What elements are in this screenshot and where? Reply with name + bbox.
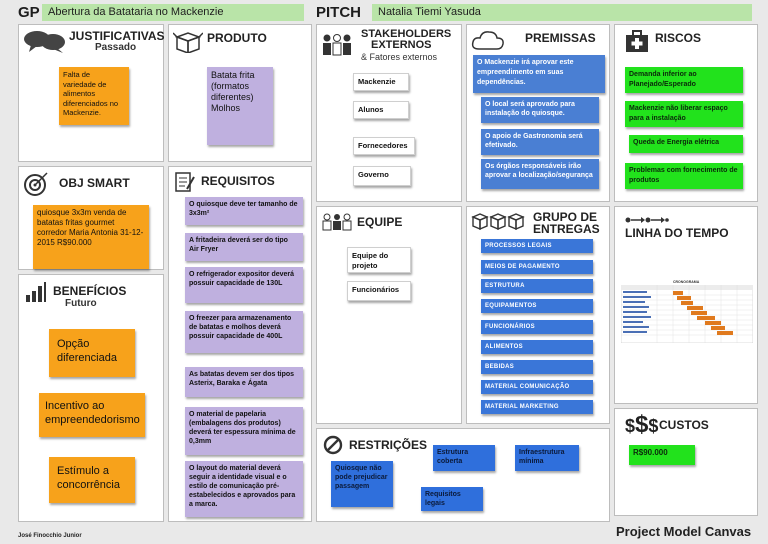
justificativas-card: JUSTIFICATIVAS Passado Falta de variedad… xyxy=(18,24,165,162)
team-icon xyxy=(322,213,352,231)
equipe-note[interactable]: Funcionários xyxy=(347,281,411,301)
entrega-item[interactable]: ESTRUTURA xyxy=(481,279,593,293)
produto-title: PRODUTO xyxy=(207,31,267,45)
restricao-note[interactable]: Quiosque não pode prejudicar passagem xyxy=(331,461,393,507)
beneficio-note[interactable]: Estímulo a concorrência xyxy=(49,457,135,503)
requisito-note[interactable]: O refrigerador expositor deverá possuir … xyxy=(185,267,303,303)
premissa-note[interactable]: O apoio de Gastronomia será efetivado. xyxy=(481,129,599,155)
gantt-chart xyxy=(621,285,753,343)
requisito-note[interactable]: O quiosque deve ter tamanho de 3x3m² xyxy=(185,197,303,225)
pitch-field[interactable]: Natalia Tiemi Yasuda xyxy=(372,4,752,21)
linha-tempo-card: LINHA DO TEMPO CRONOGRAMA xyxy=(614,206,758,404)
entrega-item[interactable]: EQUIPAMENTOS xyxy=(481,299,593,313)
justificativa-note[interactable]: Falta de variedade de alimentos diferenc… xyxy=(59,67,129,125)
requisito-note[interactable]: O freezer para armazenamento de batatas … xyxy=(185,311,303,353)
custos-card: $$$ CUSTOS R$90.000 xyxy=(614,408,758,516)
timeline-arrows-icon xyxy=(625,217,669,223)
stakeholder-note[interactable]: Governo xyxy=(353,166,411,186)
pitch-label: PITCH xyxy=(316,4,361,21)
obj-smart-card: OBJ SMART quiosque 3x3m venda de batatas… xyxy=(18,166,164,270)
restricoes-title: RESTRIÇÕES xyxy=(349,438,428,452)
equipe-card: EQUIPE Equipe do projeto Funcionários xyxy=(316,206,462,424)
gp-label: GP xyxy=(18,4,40,21)
first-aid-kit-icon xyxy=(626,30,648,52)
entrega-item[interactable]: BEBIDAS xyxy=(481,360,593,374)
justificativas-title: JUSTIFICATIVAS xyxy=(69,29,165,43)
stakeholders-title-1: STAKEHOLDERS xyxy=(361,28,452,40)
premissa-note[interactable]: Os órgãos responsáveis irão aprovar a lo… xyxy=(481,159,599,189)
beneficios-subtitle: Futuro xyxy=(65,298,97,309)
produto-note[interactable]: Batata frita (formatos diferentes) Molho… xyxy=(207,67,273,145)
gp-field[interactable]: Abertura da Batataria no Mackenzie xyxy=(42,4,304,21)
premissas-title: PREMISSAS xyxy=(525,31,596,45)
requisitos-title: REQUISITOS xyxy=(201,174,275,188)
obj-smart-note[interactable]: quiosque 3x3m venda de batatas fritas go… xyxy=(33,205,149,269)
checklist-icon xyxy=(175,172,195,192)
risco-note[interactable]: Mackenzie não liberar espaço para a inst… xyxy=(625,101,743,127)
custos-title: CUSTOS xyxy=(659,418,709,432)
riscos-title: RISCOS xyxy=(655,31,702,45)
grupo-entregas-card: GRUPO DE ENTREGAS PROCESSOS LEGAIS MEIOS… xyxy=(466,206,610,424)
entrega-item[interactable]: FUNCIONÁRIOS xyxy=(481,320,593,334)
target-icon xyxy=(24,172,48,196)
restricao-note[interactable]: Infraestrutura mínima xyxy=(515,445,579,471)
risco-note[interactable]: Problemas com fornecimento de produtos xyxy=(625,163,743,189)
beneficio-note[interactable]: Opção diferenciada xyxy=(49,329,135,377)
premissa-note[interactable]: O local será aprovado para instalação do… xyxy=(481,97,599,123)
grupo-entregas-title-1: GRUPO DE xyxy=(533,210,598,224)
brand-title: Project Model Canvas xyxy=(616,524,752,539)
box-icon xyxy=(173,32,203,53)
produto-card: PRODUTO Batata frita (formatos diferente… xyxy=(168,24,312,162)
entrega-item[interactable]: MATERIAL COMUNICAÇÃO xyxy=(481,380,593,394)
stakeholder-note[interactable]: Fornecedores xyxy=(353,137,415,155)
custos-note[interactable]: R$90.000 xyxy=(629,445,695,465)
premissas-card: PREMISSAS O Mackenzie irá aprovar este e… xyxy=(466,24,610,202)
entrega-item[interactable]: MATERIAL MARKETING xyxy=(481,400,593,414)
beneficios-card: BENEFÍCIOS Futuro Opção diferenciada Inc… xyxy=(18,274,164,522)
restricoes-card: RESTRIÇÕES Quiosque não pode prejudicar … xyxy=(316,428,610,522)
prohibited-icon xyxy=(323,435,343,455)
speech-bubbles-icon xyxy=(24,31,65,53)
requisitos-card: REQUISITOS O quiosque deve ter tamanho d… xyxy=(168,166,312,522)
cloud-icon xyxy=(471,31,504,50)
grupo-entregas-title-2: ENTREGAS xyxy=(533,222,600,236)
entrega-item[interactable]: ALIMENTOS xyxy=(481,340,593,354)
equipe-title: EQUIPE xyxy=(357,215,403,229)
premissa-note[interactable]: O Mackenzie irá aprovar este empreendime… xyxy=(473,55,605,93)
restricao-note[interactable]: Requisitos legais xyxy=(421,487,483,511)
stakeholders-card: STAKEHOLDERS EXTERNOS & Fatores externos… xyxy=(316,24,462,202)
beneficio-note[interactable]: Incentivo ao empreendedorismo xyxy=(39,393,145,437)
requisito-note[interactable]: A fritadeira deverá ser do tipo Air Frye… xyxy=(185,233,303,261)
gantt-title: CRONOGRAMA xyxy=(673,280,700,284)
bar-chart-icon xyxy=(26,282,46,302)
justificativas-subtitle: Passado xyxy=(95,42,137,53)
dollar-icon: $$$ xyxy=(625,411,659,438)
stakeholder-note[interactable]: Alunos xyxy=(353,101,409,119)
stakeholder-note[interactable]: Mackenzie xyxy=(353,73,409,91)
people-icon xyxy=(323,34,351,56)
riscos-card: RISCOS Demanda inferior ao Planejado/Esp… xyxy=(614,24,758,202)
beneficios-title: BENEFÍCIOS xyxy=(53,284,127,298)
boxes-icon xyxy=(471,213,525,231)
entrega-item[interactable]: PROCESSOS LEGAIS xyxy=(481,239,593,253)
requisito-note[interactable]: As batatas devem ser dos tipos Asterix, … xyxy=(185,367,303,397)
requisito-note[interactable]: O layout do material deverá seguir a ide… xyxy=(185,461,303,517)
linha-tempo-title: LINHA DO TEMPO xyxy=(625,226,729,240)
obj-smart-title: OBJ SMART xyxy=(59,176,130,190)
requisito-note[interactable]: O material de papelaria (embalagens dos … xyxy=(185,407,303,455)
risco-note[interactable]: Queda de Energia elétrica xyxy=(629,135,743,153)
stakeholders-title-2: EXTERNOS xyxy=(371,39,432,51)
stakeholders-subtitle: & Fatores externos xyxy=(361,52,438,62)
equipe-note[interactable]: Equipe do projeto xyxy=(347,247,411,273)
entrega-item[interactable]: MEIOS DE PAGAMENTO xyxy=(481,260,593,274)
author: José Finocchio Junior xyxy=(18,533,82,539)
restricao-note[interactable]: Estrutura coberta xyxy=(433,445,495,471)
risco-note[interactable]: Demanda inferior ao Planejado/Esperado xyxy=(625,67,743,93)
